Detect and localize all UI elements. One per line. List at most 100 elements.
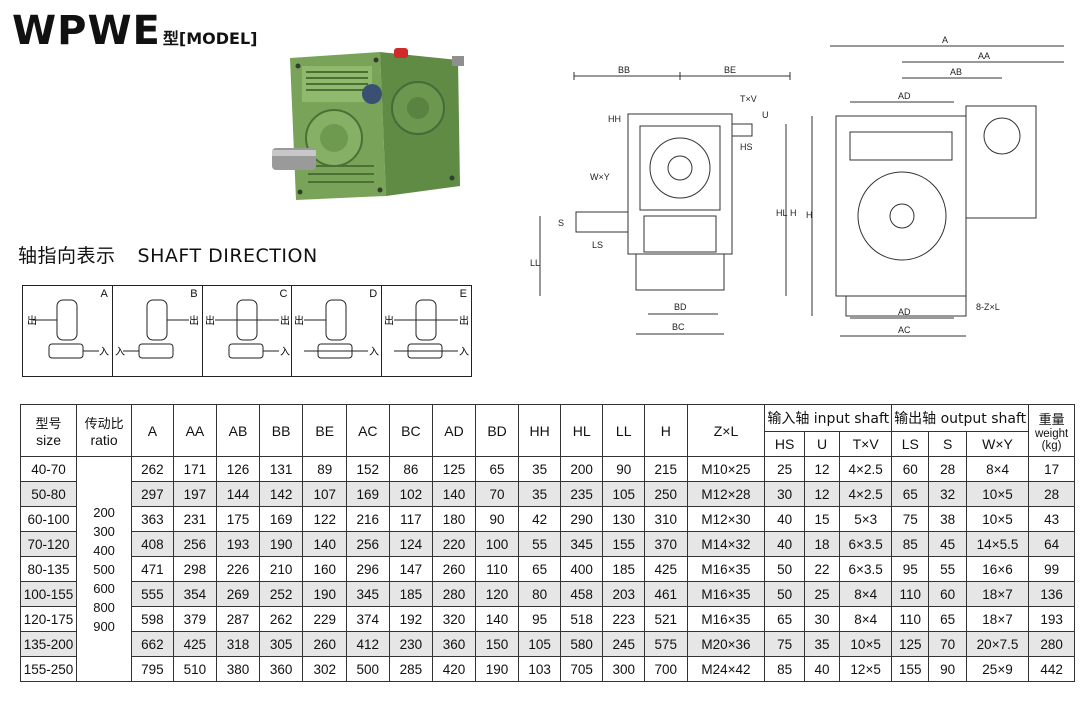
table-cell: M20×36	[686, 631, 766, 657]
shaft-in-label: 入	[369, 347, 379, 358]
table-cell: 262	[258, 606, 304, 632]
table-cell: 131	[258, 456, 304, 482]
table-cell: 122	[302, 506, 348, 532]
shaft-in-label: 入	[99, 347, 109, 358]
table-cell: 155	[891, 656, 930, 682]
table-cell: 400	[559, 556, 604, 582]
table-cell: 8×4	[839, 581, 893, 607]
table-cell: 85	[764, 656, 805, 682]
table-cell: 6×3.5	[839, 531, 893, 557]
ratio-value: 400	[93, 542, 115, 558]
col-header: Z×L	[686, 404, 766, 457]
dim-ac: AC	[898, 325, 911, 335]
col-header: U	[803, 431, 841, 457]
table-cell: 458	[559, 581, 604, 607]
table-cell: 65	[474, 456, 520, 482]
table-cell: 95	[518, 606, 561, 632]
table-cell: 442	[1028, 656, 1075, 682]
table-cell: 110	[891, 581, 930, 607]
shaft-in-label: 入	[459, 347, 469, 358]
shaft-diagram-e: 出 出 入	[384, 299, 469, 359]
table-cell: 223	[602, 606, 645, 632]
table-cell: 30	[803, 606, 841, 632]
table-cell: M10×25	[686, 456, 766, 482]
shaft-direction-a: A 出 入	[23, 286, 113, 376]
ratio-value: 300	[93, 523, 115, 539]
table-cell: 20×7.5	[965, 631, 1030, 657]
table-cell: 152	[346, 456, 390, 482]
col-header: AC	[346, 404, 390, 457]
table-cell: 345	[346, 581, 390, 607]
table-cell: 374	[346, 606, 390, 632]
size-cell: 80-135	[19, 556, 78, 582]
size-cell: 70-120	[19, 531, 78, 557]
table-cell: 120	[474, 581, 520, 607]
col-header: AD	[432, 404, 476, 457]
table-cell: 42	[518, 506, 561, 532]
table-cell: 142	[258, 481, 304, 507]
table-cell: 461	[643, 581, 688, 607]
col-header: AA	[172, 404, 218, 457]
size-cell: 60-100	[19, 506, 78, 532]
table-cell: 16×6	[965, 556, 1030, 582]
table-cell: 65	[928, 606, 967, 632]
table-cell: 795	[131, 656, 174, 682]
shaft-out-label: 出	[294, 314, 304, 327]
dim-bb: BB	[618, 66, 630, 75]
table-cell: 25	[803, 581, 841, 607]
table-cell: 425	[643, 556, 688, 582]
table-cell: 32	[928, 481, 967, 507]
table-cell: 260	[302, 631, 348, 657]
table-cell: 75	[891, 506, 930, 532]
table-cell: 110	[474, 556, 520, 582]
dim-ad-top: AD	[898, 91, 911, 101]
table-cell: 12×5	[839, 656, 893, 682]
table-cell: 35	[518, 481, 561, 507]
shaft-in-label: 入	[115, 347, 125, 358]
ratio-value: 500	[93, 561, 115, 577]
col-header: HL	[559, 404, 604, 457]
table-cell: 85	[891, 531, 930, 557]
dim-h: H	[790, 208, 797, 218]
col-header: H	[643, 404, 688, 457]
table-cell: 50	[764, 581, 805, 607]
table-cell: 105	[602, 481, 645, 507]
table-cell: 287	[216, 606, 260, 632]
table-cell: 155	[602, 531, 645, 557]
col-header: W×Y	[965, 431, 1030, 457]
table-cell: 471	[131, 556, 174, 582]
table-cell: 262	[131, 456, 174, 482]
table-cell: 12	[803, 456, 841, 482]
shaft-letter: A	[100, 288, 108, 300]
dim-ad: AD	[898, 307, 911, 317]
table-cell: 200	[559, 456, 604, 482]
ratio-value: 600	[93, 580, 115, 596]
table-cell: 75	[764, 631, 805, 657]
table-cell: 216	[346, 506, 390, 532]
table-cell: M16×35	[686, 606, 766, 632]
table-cell: 136	[1028, 581, 1075, 607]
input-shaft-group-header: 输入轴 input shaft	[764, 404, 893, 432]
gearbox-photo	[272, 48, 464, 200]
table-cell: 80	[518, 581, 561, 607]
table-cell: 5×3	[839, 506, 893, 532]
table-cell: 500	[346, 656, 390, 682]
table-cell: 90	[602, 456, 645, 482]
table-cell: 17	[1028, 456, 1075, 482]
col-header: S	[928, 431, 967, 457]
table-cell: 285	[388, 656, 434, 682]
dim-s: S	[558, 218, 564, 228]
table-cell: 70	[928, 631, 967, 657]
table-cell: 28	[1028, 481, 1075, 507]
table-cell: 252	[258, 581, 304, 607]
shaft-direction-b: B 出 入	[113, 286, 203, 376]
shaft-out-label: 出	[189, 314, 199, 327]
